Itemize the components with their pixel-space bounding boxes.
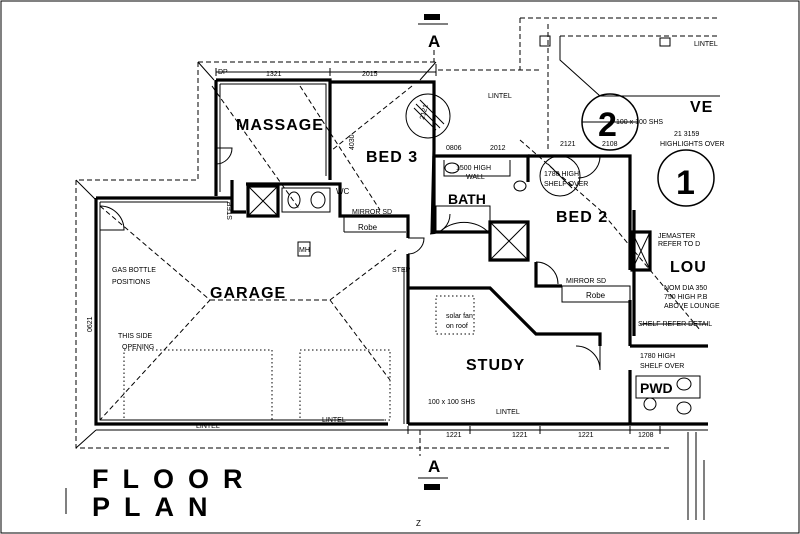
dim-2121b: 2121 (560, 141, 576, 148)
section-marker-bottom (418, 430, 448, 490)
section-label-bottom: A (428, 457, 440, 476)
lintel-label-bottom: LINTEL (196, 423, 220, 430)
inner-wall-lines (99, 83, 384, 421)
dim-0806: 0806 (446, 145, 462, 152)
mirror-sd-2: MIRROR SD (566, 278, 606, 285)
side-opening-label-2: OPENING (122, 344, 154, 351)
dim-4030: 4030 (349, 134, 356, 150)
dim-1321: 1321 (266, 71, 282, 78)
shelf-over-label-2: SHELF OVER (544, 181, 588, 188)
lintel-label-garage: LINTEL (322, 417, 346, 424)
room-study: STUDY (466, 357, 525, 374)
title-line-2: PLAN (92, 492, 222, 522)
fixtures (246, 93, 692, 415)
walls (94, 78, 708, 426)
lintel-label-top: LINTEL (488, 93, 512, 100)
dim-bottom-1221-a: 1221 (446, 432, 462, 439)
mh-label: MH (299, 247, 310, 254)
garage-door-panels (123, 349, 391, 421)
dim-2121: 2121 (419, 104, 430, 121)
study-shelf-label-2: SHELF OVER (640, 363, 684, 370)
nom-label-1: NOM DIA 350 (664, 285, 707, 292)
side-opening-label-1: THIS SIDE (118, 333, 153, 340)
gas-positions-label: POSITIONS (112, 279, 150, 286)
lintel-label-right: LINTEL (694, 41, 718, 48)
room-wc: WC (336, 187, 350, 196)
dim-2015: 2015 (362, 71, 378, 78)
room-pwd: PWD (640, 380, 673, 396)
dimension-line-bottom (96, 426, 708, 434)
hip-lines (99, 85, 701, 421)
section-circle-2 (581, 93, 639, 151)
nom-label-2: 750 HIGH P.B (664, 294, 708, 301)
room-verandah: VE (690, 99, 713, 116)
jemaster-label-1: JEMASTER (658, 233, 695, 240)
bath-shelf-label-1: 1500 HIGH (456, 165, 491, 172)
room-bed2: BED 2 (556, 209, 608, 226)
section-label-top: A (428, 32, 440, 51)
nom-label-3: ABOVE LOUNGE (664, 303, 720, 310)
dim-2012: 2012 (490, 145, 506, 152)
beam-label-top: 100 x 100 SHS (616, 119, 663, 126)
roof-outline (75, 17, 720, 449)
circle-marker-1: 1 (676, 164, 695, 202)
solar-fan-label-2: on roof (446, 323, 468, 330)
north-label: Z (416, 519, 421, 528)
robe-label-2: Robe (586, 291, 606, 300)
shelf-over-label-1: 1780 HIGH (544, 171, 579, 178)
jemaster-label-2: REFER TO D (658, 241, 700, 248)
right-edge-details (539, 24, 705, 520)
section-circle-1 (657, 149, 715, 207)
room-bed3: BED 3 (366, 149, 418, 166)
dim-bottom-1221-b: 1221 (512, 432, 528, 439)
study-shelf-label-1: 1780 HIGH (640, 353, 675, 360)
step-label-1: STEP (392, 267, 411, 274)
solar-fan-label-1: solar fan (446, 313, 473, 320)
dim-3159: 21 3159 (674, 131, 699, 138)
room-lounge: LOU (670, 259, 707, 276)
dim-2108: 2108 (602, 141, 618, 148)
room-garage: GARAGE (210, 285, 286, 302)
downpipe-label: DP (218, 69, 228, 76)
room-massage: MASSAGE (236, 117, 324, 134)
beam-label-study: 100 x 100 SHS (428, 399, 475, 406)
step-label-2: STEP (227, 201, 234, 220)
circle-marker-2: 2 (598, 106, 617, 144)
shelf-refer-label: SHELF REFER DETAIL (638, 321, 712, 328)
gas-bottle-label: GAS BOTTLE (112, 267, 156, 274)
dimension-line-top (215, 68, 437, 76)
dim-0621: 0621 (87, 316, 94, 332)
robe-label-1: Robe (358, 223, 378, 232)
highlights-label: HIGHLIGHTS OVER (660, 141, 725, 148)
mirror-sd-1: MIRROR SD (352, 209, 392, 216)
dim-bottom-1221-c: 1221 (578, 432, 594, 439)
lintel-label-mid: LINTEL (496, 409, 520, 416)
dim-bottom-1208: 1208 (638, 432, 654, 439)
room-bath: BATH (448, 191, 486, 207)
section-marker-top (418, 14, 448, 62)
bath-shelf-label-2: WALL (466, 174, 485, 181)
title-line-1: FLOOR (92, 464, 257, 494)
